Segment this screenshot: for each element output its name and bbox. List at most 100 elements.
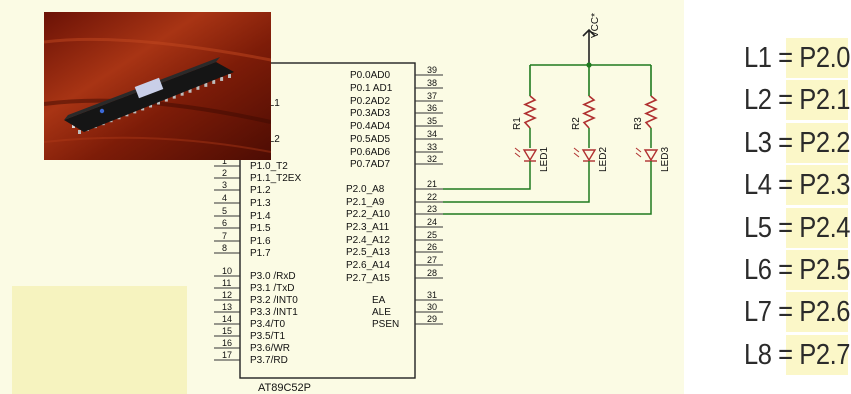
mapping-text: L5 = P2.4 — [744, 211, 851, 244]
resistor-icon — [582, 95, 596, 129]
pin-label: AL2 — [262, 134, 280, 145]
pin-number: 1 — [222, 156, 227, 166]
mapping-highlight — [786, 292, 848, 333]
pin-label: AL1 — [262, 98, 280, 109]
pin-number: 26 — [427, 242, 437, 252]
pin-label: P0.4AD4 — [350, 121, 390, 132]
pin-number: 17 — [222, 350, 232, 360]
mapping-highlight — [786, 334, 848, 375]
chip-body — [239, 62, 416, 379]
pin-label: P0.1 AD1 — [350, 83, 393, 94]
mapping-highlight — [786, 165, 848, 206]
pin-number: 10 — [222, 266, 232, 276]
mapping-row: L4 = P2.3 — [744, 165, 851, 207]
pin-label: P0.6AD6 — [350, 147, 390, 158]
pin-label: P2.3_A11 — [346, 222, 390, 233]
pin-number: 28 — [427, 268, 437, 278]
pin-label: P1.5 — [250, 223, 271, 234]
vcc-label: VCC* — [590, 13, 601, 38]
pin-label: P1.6 — [250, 236, 271, 247]
led-label: LED2 — [598, 147, 609, 172]
chip-photo-dot — [99, 108, 105, 114]
pin-label: P2.1_A9 — [346, 197, 385, 208]
pin-number: 33 — [427, 142, 437, 152]
mapping-row: L1 = P2.0 — [744, 38, 851, 80]
pin-number: 37 — [427, 91, 437, 101]
pin-label: P3.2 /INT0 — [250, 295, 298, 306]
pin-label: P3.5/T1 — [250, 331, 285, 342]
led-label: LED3 — [660, 147, 671, 172]
mapping-text: L8 = P2.7 — [744, 338, 851, 371]
mapping-row: L8 = P2.7 — [744, 334, 851, 377]
pin-number: 39 — [427, 65, 437, 75]
pin-label: P2.6_A14 — [346, 260, 390, 271]
chip-photo — [44, 12, 271, 160]
pin-number: 15 — [222, 326, 232, 336]
mapping-row: L2 = P2.1 — [744, 80, 851, 122]
pin-label: P3.0 /RxD — [250, 271, 296, 282]
pin-label: P3.6/WR — [250, 343, 290, 354]
pin-number: 3 — [222, 180, 227, 190]
mapping-highlight — [786, 38, 848, 78]
pin-label: P2.0_A8 — [346, 184, 385, 195]
pin-number: 8 — [222, 243, 227, 253]
led-icon — [522, 149, 538, 162]
resistor-label: R3 — [633, 117, 644, 130]
pin-number: 32 — [427, 154, 437, 164]
junction-dot — [586, 62, 592, 68]
led-wire — [443, 161, 531, 190]
pin-number: 11 — [222, 278, 231, 288]
mapping-row: L3 = P2.2 — [744, 122, 851, 165]
pin-number: 35 — [427, 116, 437, 126]
pin-label: P3.1 /TxD — [250, 283, 294, 294]
mapping-row: L6 = P2.5 — [744, 249, 851, 292]
led-wire — [443, 161, 652, 215]
pin-number: 22 — [427, 192, 437, 202]
mapping-row: L5 = P2.4 — [744, 207, 851, 250]
mapping-text: L4 = P2.3 — [744, 169, 851, 202]
pin-label: P2.7_A15 — [346, 273, 390, 284]
pin-label: P0.3AD3 — [350, 108, 390, 119]
mapping-text: L2 = P2.1 — [744, 84, 851, 117]
pin-number: 13 — [222, 302, 232, 312]
pin-label: P0.0AD0 — [350, 70, 390, 81]
pin-label: P1.1_T2EX — [250, 173, 301, 184]
pin-number: 29 — [427, 314, 437, 324]
pin-number: 36 — [427, 103, 437, 113]
mapping-row: L7 = P2.6 — [744, 292, 851, 334]
pin-label: ALE — [372, 307, 391, 318]
mapping-text: L6 = P2.5 — [744, 253, 851, 286]
pin-label: P0.7AD7 — [350, 159, 390, 170]
pin-label: P3.3 /INT1 — [250, 307, 298, 318]
pin-label: P1.3 — [250, 198, 271, 209]
pin-label: P3.7/RD — [250, 355, 288, 366]
pin-number: 5 — [222, 206, 227, 216]
mapping-text: L3 = P2.2 — [744, 126, 851, 159]
led-icon — [581, 149, 597, 162]
pin-number: 31 — [427, 290, 437, 300]
pin-labels: TAL1AL2P1.0_T2P1.1_T2EXP1.2P1.3P1.4P1.5P… — [250, 70, 399, 366]
pin-number: 2 — [222, 168, 227, 178]
pin-number: 12 — [222, 290, 232, 300]
pin-label: P0.5AD5 — [350, 134, 390, 145]
resistor-icon — [644, 95, 658, 129]
pin-number: 23 — [427, 204, 437, 214]
pin-number: 27 — [427, 255, 437, 265]
resistor-label: R2 — [571, 117, 582, 130]
led-icon — [643, 149, 659, 162]
mapping-highlight — [786, 80, 848, 121]
pin-number: 24 — [427, 217, 437, 227]
pin-label: PSEN — [372, 319, 399, 330]
pin-label: P2.5_A13 — [346, 247, 390, 258]
pin-number: 38 — [427, 78, 437, 88]
chip-name: AT89C52P — [258, 382, 311, 394]
pin-number: 4 — [222, 193, 227, 203]
pin-label: P1.4 — [250, 211, 271, 222]
pin-label: P1.2 — [250, 185, 271, 196]
chip-photo-body — [64, 62, 234, 132]
pin-number: 21 — [427, 179, 437, 189]
